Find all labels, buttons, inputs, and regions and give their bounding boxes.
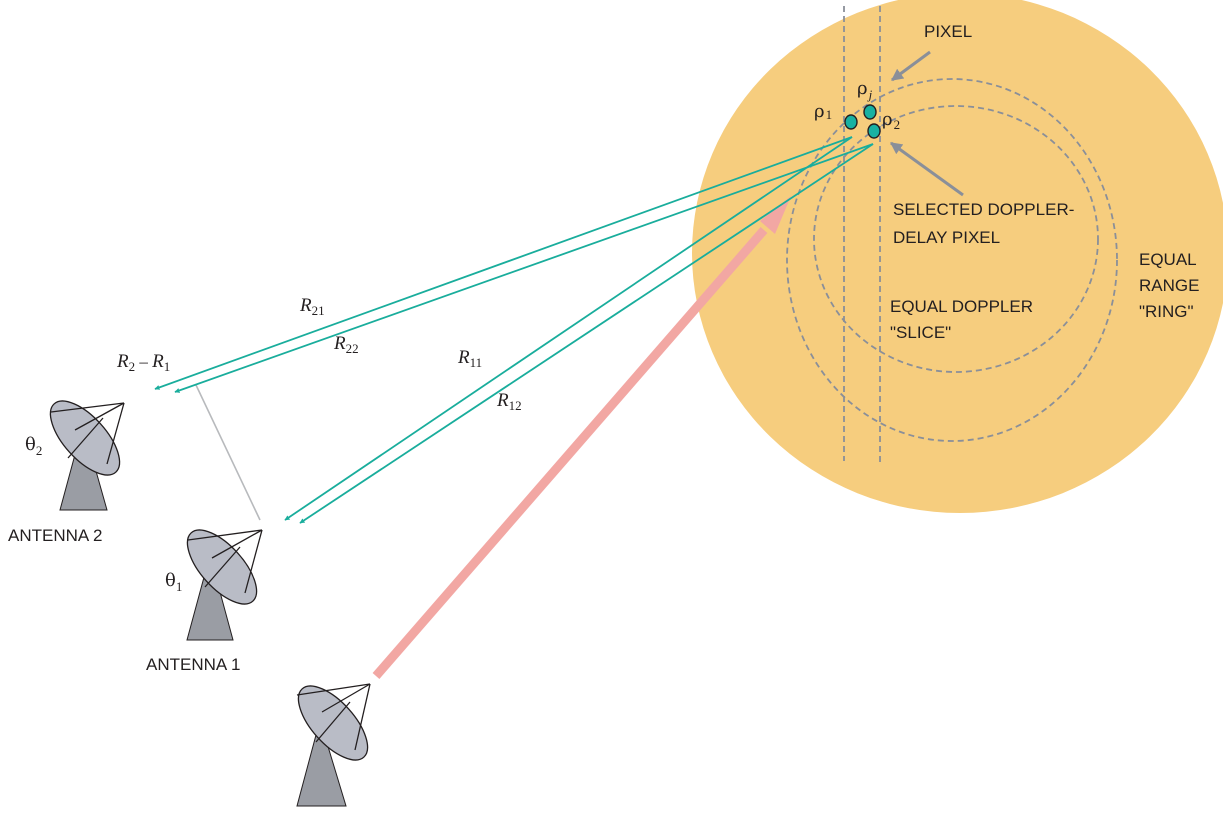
- rho1-label: ρ1: [814, 101, 832, 122]
- r12-label: R12: [496, 390, 522, 413]
- equal-doppler-label-line2: "SLICE": [890, 323, 951, 342]
- range-ring-outer: [786, 78, 1118, 442]
- transmit-antenna-base: [296, 718, 347, 807]
- baseline-line: [195, 384, 261, 521]
- transmit-antenna: [296, 683, 371, 807]
- pixel-dot-rho2: [867, 123, 881, 139]
- selected-pixel-label-line2: DELAY PIXEL: [893, 228, 1000, 247]
- antenna-2-label: ANTENNA 2: [8, 526, 102, 545]
- r2-minus-r1-label: R2 – R1: [116, 351, 170, 374]
- pixel-label: PIXEL: [924, 22, 972, 41]
- pixel-dot-rho1: [844, 114, 858, 130]
- selected-pixel-label-line1: SELECTED DOPPLER-: [893, 200, 1074, 219]
- transmit-beam-arrowhead: [760, 196, 791, 234]
- equal-range-label-line1: EQUAL: [1139, 250, 1197, 269]
- ray-r21: [154, 136, 853, 390]
- r11-label: R11: [457, 347, 482, 370]
- antenna-1-feed: [187, 529, 263, 594]
- transmit-antenna-feed: [296, 683, 371, 751]
- r21-label: R21: [299, 295, 325, 318]
- pixel-dot-rhoj: [863, 104, 877, 120]
- rho2-label: ρ2: [882, 109, 900, 132]
- transmit-beam: [372, 227, 768, 679]
- selected-pixel-pointer-arrow: [890, 141, 964, 197]
- antenna-2: [49, 400, 125, 511]
- antenna-1-base: [186, 553, 234, 641]
- antenna-2-feed: [50, 402, 125, 465]
- ray-r22: [174, 143, 874, 393]
- r22-label: R22: [333, 333, 359, 356]
- theta1-label: θ1: [165, 570, 182, 594]
- equal-range-label-line2: RANGE: [1139, 276, 1199, 295]
- equal-range-label-line3: "RING": [1139, 302, 1194, 321]
- ray-r12: [299, 143, 874, 524]
- theta2-label: θ2: [25, 434, 42, 458]
- antenna-1-label: ANTENNA 1: [146, 655, 240, 674]
- range-ring-inner: [813, 105, 1099, 373]
- antenna-1: [186, 529, 263, 641]
- equal-doppler-label-line1: EQUAL DOPPLER: [890, 297, 1033, 316]
- pixel-pointer-arrow: [891, 50, 931, 82]
- rhoj-label: ρj: [857, 78, 873, 102]
- planet-disk: [692, 0, 1223, 513]
- ray-r11: [284, 136, 853, 521]
